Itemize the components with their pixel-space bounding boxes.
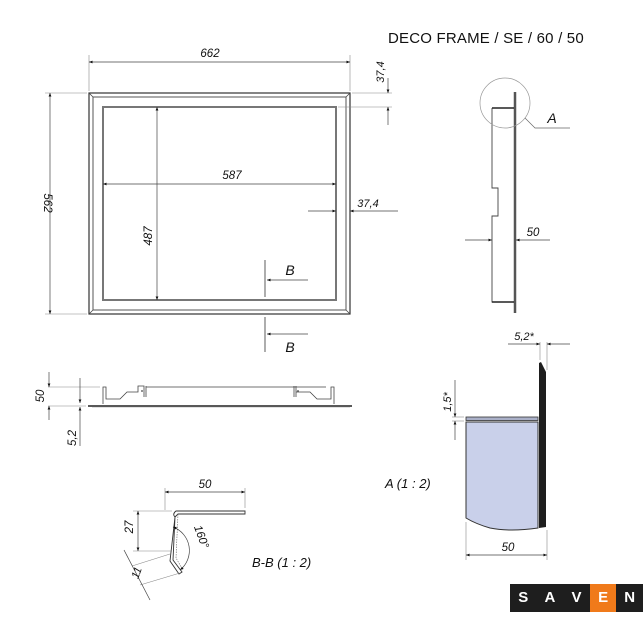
section-marker-b-bottom: B: [285, 339, 294, 355]
detail-a-profile: [465, 421, 539, 531]
side-view: A 50: [465, 77, 570, 313]
logo-letter: V: [563, 584, 590, 612]
logo-letter-accent: E: [589, 584, 617, 612]
brand-logo: S A V E N: [510, 584, 643, 612]
dim-section-lip: 11: [130, 566, 145, 581]
dim-detail-a-side: 1,5*: [442, 391, 454, 411]
detail-a: 5,2* 1,5* 50 A (1 : 2): [384, 331, 570, 560]
section-bb-label: B-B (1 : 2): [252, 555, 311, 570]
frame-outer-edge: [88, 92, 351, 315]
dim-inner-height: 487: [143, 226, 155, 246]
detail-a-label: A (1 : 2): [384, 476, 431, 491]
logo-letter: N: [616, 584, 643, 612]
dim-frame-top: 37,4: [375, 61, 387, 82]
dim-section-angle: 160°: [191, 524, 211, 551]
front-view: 662 562 587 487 37,4 37,4 B B: [41, 48, 398, 355]
section-bb: 50 27 160° 11 B-B (1 : 2): [123, 479, 311, 601]
dim-detail-a-top: 5,2*: [514, 331, 534, 343]
dim-side-depth: 50: [527, 227, 540, 239]
dim-outer-width: 662: [200, 48, 220, 60]
dim-bottom-height: 50: [35, 389, 47, 402]
dim-detail-a-bottom: 50: [502, 542, 515, 554]
dim-section-vertical: 27: [124, 520, 136, 534]
dim-bottom-thickness: 5,2: [67, 429, 79, 446]
frame-inner-opening: [102, 106, 337, 301]
dim-section-top: 50: [199, 479, 212, 491]
drawing-title: DECO FRAME / SE / 60 / 50: [388, 30, 584, 47]
logo-letter: S: [510, 584, 537, 612]
dim-inner-width: 587: [222, 170, 242, 182]
bottom-view: 50 5,2: [35, 372, 352, 446]
frame-mid-edge: [92, 96, 347, 311]
dim-frame-right: 37,4: [357, 198, 378, 210]
logo-letter: A: [536, 584, 564, 612]
detail-marker-a: A: [546, 110, 556, 126]
section-marker-b-top: B: [285, 262, 294, 278]
dim-outer-height: 562: [41, 193, 53, 213]
